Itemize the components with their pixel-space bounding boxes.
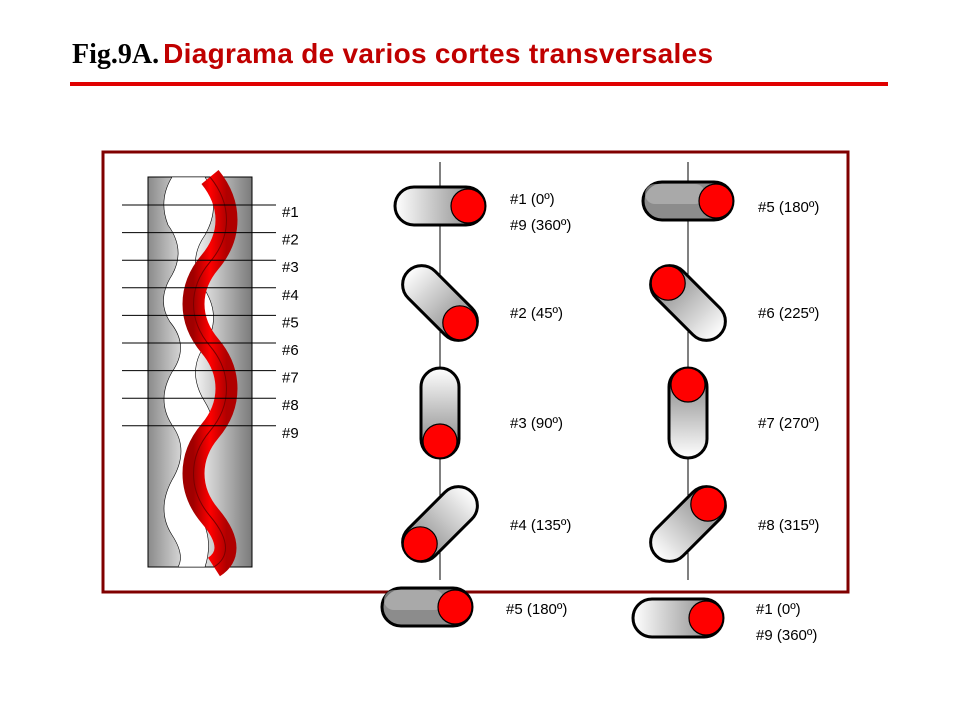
figure-title: Fig.9A. Diagrama de varios cortes transv…: [72, 38, 713, 71]
red-dot: [650, 265, 686, 301]
cross-section-pill: [649, 485, 727, 563]
red-dot: [422, 423, 458, 459]
cross-section-pill: [419, 366, 461, 460]
cross-section-pill: [401, 264, 479, 342]
figure-number: Fig.9A.: [72, 39, 160, 70]
section-label: #1: [282, 204, 299, 221]
red-dot: [688, 600, 724, 636]
diagram-frame: [101, 150, 850, 594]
red-dot: [437, 589, 473, 625]
orientation-label-secondary: #9 (360º): [510, 217, 571, 234]
orientation-label-secondary: #9 (360º): [756, 627, 817, 644]
orientation-label: #5 (180º): [506, 601, 567, 618]
orientation-label: #1 (0º): [510, 191, 555, 208]
orientation-label: #5 (180º): [758, 199, 819, 216]
orientation-label: #6 (225º): [758, 305, 819, 322]
orientation-label: #3 (90º): [510, 415, 563, 432]
cross-section-pill: [380, 586, 474, 628]
cross-section-pills: [380, 180, 735, 639]
red-dot: [690, 486, 726, 522]
orientation-label: #7 (270º): [758, 415, 819, 432]
cross-section-pill: [667, 366, 709, 460]
section-label: #2: [282, 232, 299, 249]
section-label: #7: [282, 370, 299, 387]
cross-section-pill: [393, 185, 487, 227]
section-label: #6: [282, 342, 299, 359]
section-label: #8: [282, 397, 299, 414]
cross-section-pill: [401, 485, 479, 563]
red-dot: [698, 183, 734, 219]
orientation-label: #1 (0º): [756, 601, 801, 618]
orientation-labels: #1 (0º) #9 (360º) #2 (45º) #3 (90º) #4 (135º…: [506, 191, 819, 644]
section-label: #3: [282, 259, 299, 276]
section-label: #5: [282, 314, 299, 331]
cross-section-pill: [641, 180, 735, 222]
helix-ribbon-edge: [193, 176, 227, 568]
orientation-label: #4 (135º): [510, 517, 571, 534]
helix-tube: [147, 170, 253, 577]
section-label: #9: [282, 425, 299, 442]
orientation-label: #8 (315º): [758, 517, 819, 534]
red-dot: [402, 526, 438, 562]
cross-section-pill: [631, 597, 725, 639]
red-dot: [670, 367, 706, 403]
cross-section-pill: [649, 264, 727, 342]
section-lines: #1 #2 #3 #4 #5 #6 #7 #8 #9: [122, 204, 299, 442]
red-dot: [442, 305, 478, 341]
orientation-label: #2 (45º): [510, 305, 563, 322]
section-label: #4: [282, 287, 299, 304]
figure-caption: Diagrama de varios cortes transversales: [163, 38, 714, 69]
red-dot: [450, 188, 486, 224]
helix-white-left: [163, 176, 214, 568]
